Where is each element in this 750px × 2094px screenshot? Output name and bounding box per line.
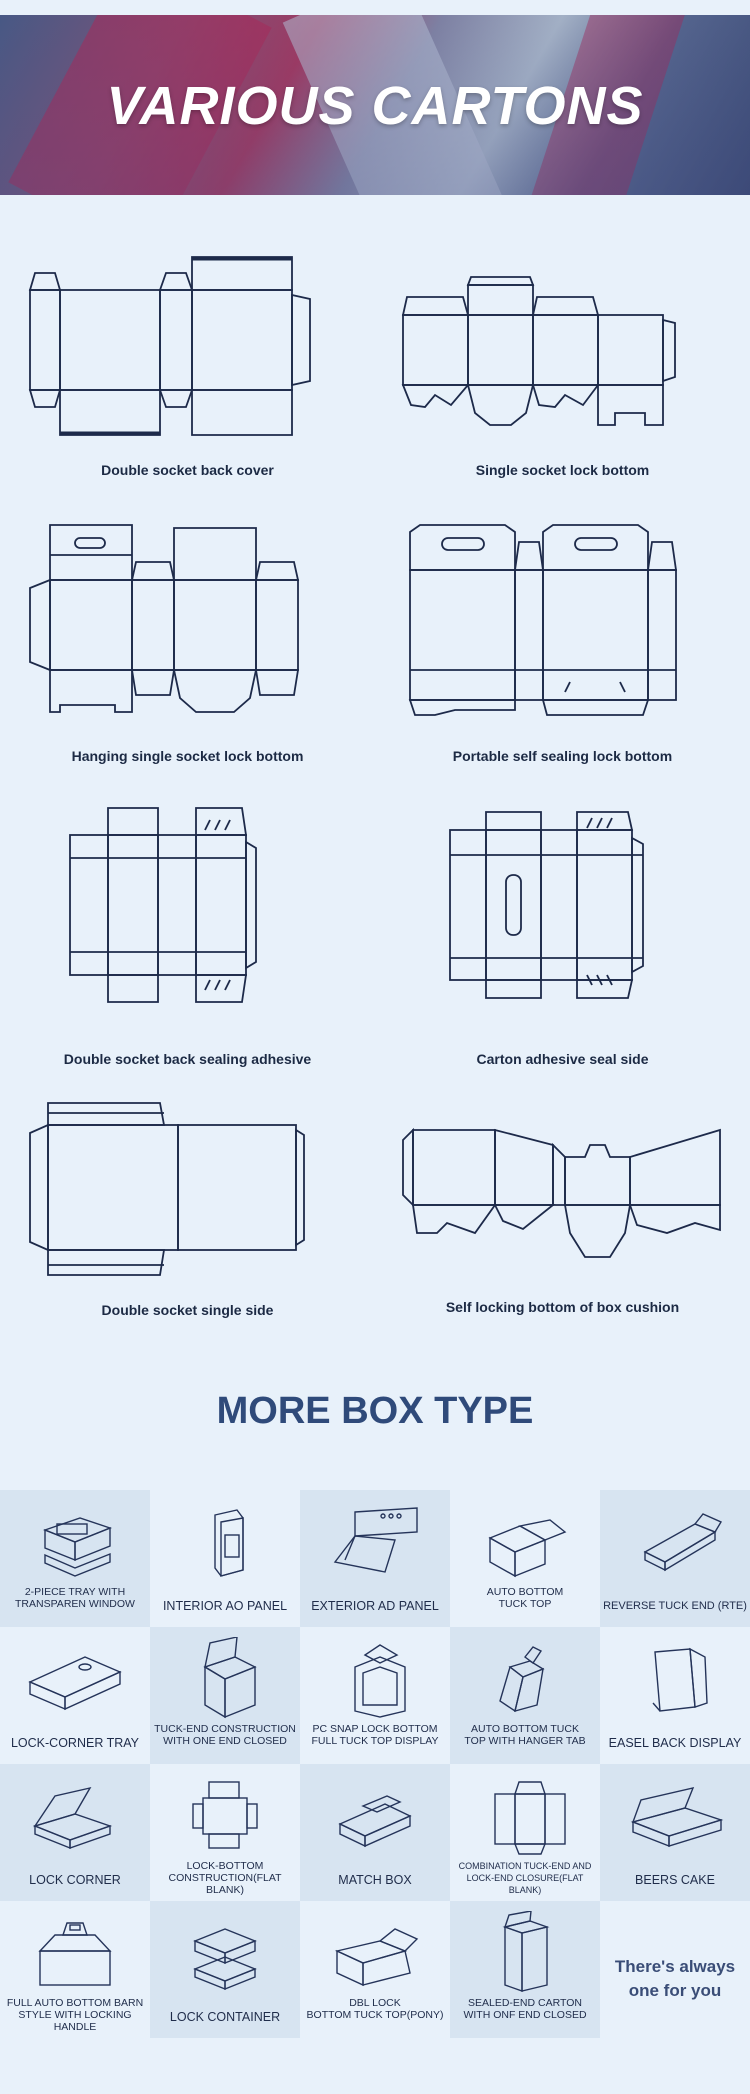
section-title: MORE BOX TYPE bbox=[216, 1390, 534, 1432]
dieline-drawing bbox=[408, 524, 678, 716]
carton-label: Double socket back sealing adhesive bbox=[63, 1051, 312, 1067]
carton-diagram-single-socket-lock-bottom bbox=[375, 235, 750, 450]
box-illustration bbox=[38, 1922, 112, 1986]
box-type-card: EASEL BACK DISPLAY bbox=[600, 1627, 750, 1764]
dieline-drawing bbox=[402, 1127, 721, 1258]
carton-label: Double socket single side bbox=[101, 1302, 274, 1318]
box-type-label: REVERSE TUCK END (RTE) bbox=[603, 1600, 747, 1612]
banner-title: VARIOUS CARTONS bbox=[106, 76, 644, 136]
carton-diagram-portable-self-sealing bbox=[375, 520, 750, 735]
box-illustration bbox=[643, 1513, 723, 1572]
carton-diagram-adhesive-seal-side bbox=[375, 800, 750, 1015]
box-illustration bbox=[334, 1928, 419, 1987]
dieline-drawing bbox=[29, 1102, 305, 1276]
box-type-card: EXTERIOR AD PANEL bbox=[300, 1490, 450, 1627]
box-illustration bbox=[354, 1644, 406, 1718]
carton-diagram-double-socket-single-side bbox=[0, 1085, 375, 1300]
carton-label: Carton adhesive seal side bbox=[476, 1051, 649, 1067]
box-illustration bbox=[652, 1647, 708, 1712]
carton-label: Hanging single socket lock bottom bbox=[71, 748, 304, 764]
box-type-card: BEERS CAKE bbox=[600, 1764, 750, 1901]
box-illustration bbox=[338, 1795, 412, 1848]
carton-diagram-self-locking-cushion bbox=[375, 1085, 750, 1300]
carton-diagram-double-socket-adhesive bbox=[0, 800, 375, 1015]
box-illustration bbox=[192, 1781, 258, 1849]
box-type-card: REVERSE TUCK END (RTE) bbox=[600, 1490, 750, 1627]
box-illustration bbox=[32, 1786, 113, 1850]
box-type-card: LOCK CONTAINER bbox=[150, 1901, 300, 2038]
carton-diagram-hanging-single-socket bbox=[0, 520, 375, 735]
carton-label: Portable self sealing lock bottom bbox=[452, 748, 673, 764]
box-illustration bbox=[28, 1656, 122, 1711]
box-type-label: MATCH BOX bbox=[338, 1873, 412, 1887]
box-illustration bbox=[502, 1911, 550, 1992]
box-type-label: EASEL BACK DISPLAY bbox=[608, 1736, 742, 1750]
dieline-drawing bbox=[69, 807, 257, 1003]
box-type-label: INTERIOR AO PANEL bbox=[162, 1599, 288, 1613]
box-illustration bbox=[499, 1646, 545, 1713]
box-illustration bbox=[203, 1637, 257, 1719]
box-type-label: LOCK CORNER bbox=[29, 1873, 121, 1887]
box-type-card: INTERIOR AO PANEL bbox=[150, 1490, 300, 1627]
box-type-card: MATCH BOX bbox=[300, 1764, 450, 1901]
box-illustration bbox=[193, 1928, 257, 1991]
carton-label: Double socket back cover bbox=[101, 462, 274, 478]
dieline-drawing bbox=[29, 524, 300, 713]
box-type-card: LOCK-CORNER TRAY bbox=[0, 1627, 150, 1764]
carton-label: Single socket lock bottom bbox=[475, 462, 650, 478]
box-illustration bbox=[488, 1519, 567, 1578]
banner-overlay bbox=[0, 15, 750, 195]
dieline-drawing bbox=[401, 276, 676, 426]
box-illustration bbox=[42, 1517, 113, 1577]
dieline-drawing bbox=[28, 256, 311, 436]
box-illustration bbox=[333, 1507, 418, 1573]
header-banner: VARIOUS CARTONS bbox=[0, 15, 750, 195]
box-type-label: BEERS CAKE bbox=[635, 1873, 715, 1887]
carton-diagram-double-socket-back-cover bbox=[0, 235, 375, 450]
carton-label: Self locking bottom of box cushion bbox=[445, 1299, 680, 1315]
box-illustration bbox=[214, 1509, 244, 1577]
box-type-label: LOCK CONTAINER bbox=[169, 2010, 281, 2024]
box-type-label: EXTERIOR AD PANEL bbox=[311, 1599, 439, 1613]
box-illustration bbox=[630, 1787, 724, 1848]
box-type-label: LOCK-CORNER TRAY bbox=[10, 1736, 140, 1750]
box-illustration bbox=[494, 1781, 566, 1855]
dieline-drawing bbox=[449, 811, 644, 999]
box-type-card: LOCK CORNER bbox=[0, 1764, 150, 1901]
